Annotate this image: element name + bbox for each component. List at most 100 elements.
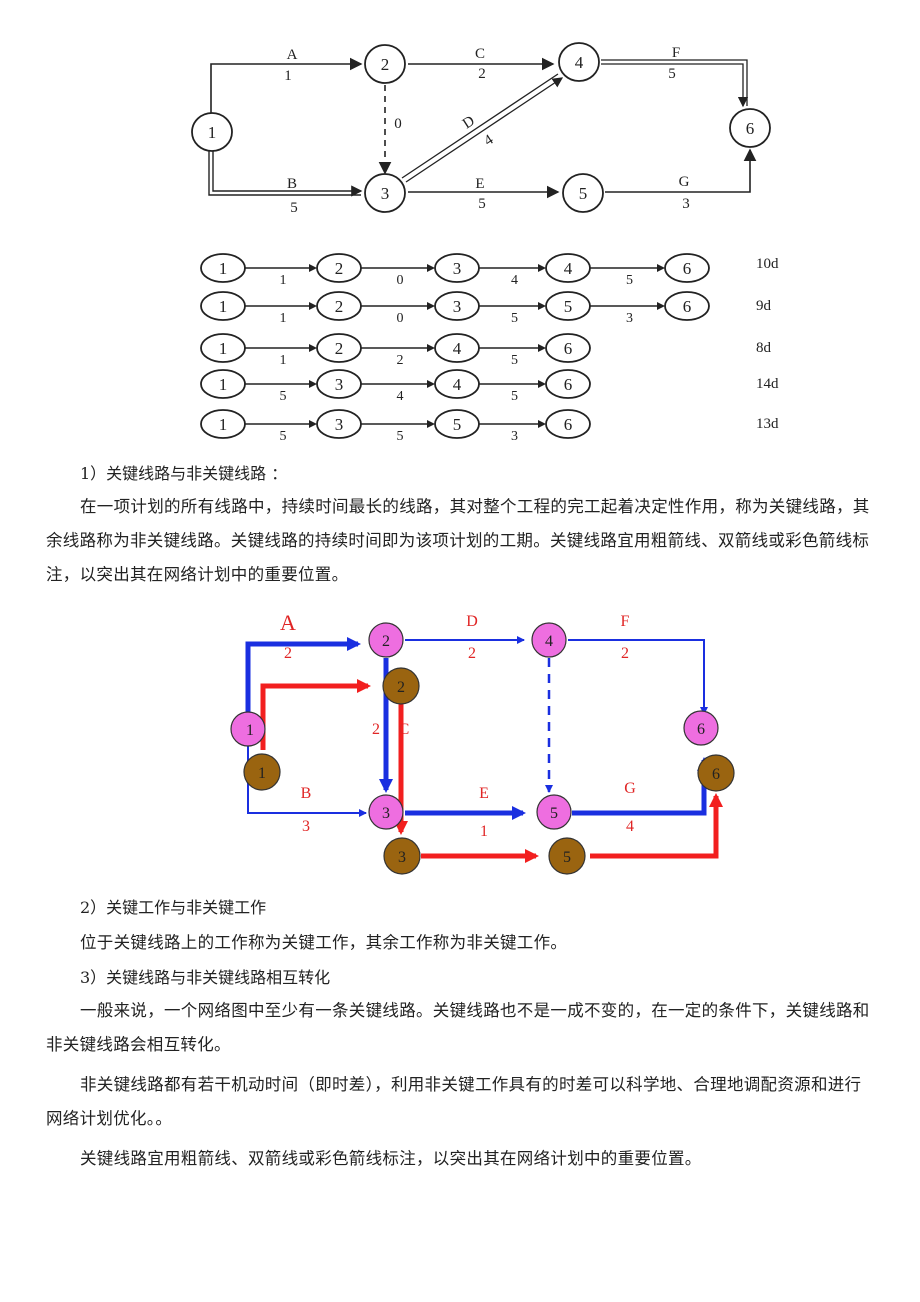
node-3: [364, 173, 406, 213]
path-node-label: 5: [564, 297, 573, 316]
label-G: G: [624, 780, 636, 797]
path-arrowhead: [427, 264, 435, 272]
node-label: 3: [382, 805, 390, 822]
node-label: 6: [697, 721, 705, 738]
path-node-label: 4: [453, 339, 462, 358]
label-B: B: [301, 785, 312, 802]
node-label: 1: [246, 722, 254, 739]
path-duration: 5: [280, 429, 287, 444]
path-duration: 5: [397, 429, 404, 444]
path-node: [434, 333, 480, 363]
path-arrowhead: [427, 302, 435, 310]
path-node-label: 1: [219, 339, 228, 358]
path-total-duration: 14d: [756, 376, 779, 392]
path-arrowhead: [309, 302, 317, 310]
path-duration: 1: [280, 273, 287, 288]
path-node: [434, 409, 480, 439]
activity-network-diagram: 1 2 3 4 5 6 A 1 B 5 C 2 D 4 E 5 F 5 G 3 …: [191, 42, 771, 215]
path-node-label: 4: [564, 259, 573, 278]
brown-node-5: [548, 837, 586, 875]
path-node-label: 3: [453, 259, 462, 278]
path-node: [200, 369, 246, 399]
activity-duration: 1: [284, 68, 292, 84]
path-node: [434, 369, 480, 399]
path-node: [545, 291, 591, 321]
path-node: [316, 291, 362, 321]
path-duration: 0: [397, 273, 404, 288]
path-node-label: 1: [219, 259, 228, 278]
path-node-label: 3: [335, 415, 344, 434]
node-label: 2: [381, 55, 390, 74]
path-node: [434, 291, 480, 321]
path-node: [434, 253, 480, 283]
label-G-duration: 4: [626, 818, 634, 835]
path-node: [545, 333, 591, 363]
paragraph-conversion: 一般来说，一个网络图中至少有一条关键线路。关键线路也不是一成不变的，在一定的条件…: [46, 1001, 870, 1054]
path-duration: 4: [397, 389, 404, 404]
label-B-duration: 3: [302, 818, 310, 835]
path-arrowhead: [538, 264, 546, 272]
path-total-duration: 13d: [756, 416, 779, 432]
pink-node-3: [368, 794, 404, 830]
label-F-duration: 2: [621, 645, 629, 662]
path-node: [316, 333, 362, 363]
node-label: 3: [381, 184, 390, 203]
path-node: [316, 253, 362, 283]
heading-critical-work: 2）关键工作与非关键工作: [80, 898, 267, 917]
node-5: [562, 173, 604, 213]
path-arrowhead: [309, 420, 317, 428]
path-node: [200, 333, 246, 363]
path-node: [664, 253, 710, 283]
pink-node-6: [683, 710, 719, 746]
path-duration: 3: [626, 311, 633, 326]
path-node: [316, 369, 362, 399]
node-label: 5: [579, 184, 588, 203]
activity-duration: 4: [481, 132, 496, 150]
activity-label: G: [679, 174, 690, 190]
pink-node-5: [536, 794, 572, 830]
label-F: F: [621, 613, 630, 630]
activity-duration: 5: [290, 200, 298, 215]
arrow-3-4: [401, 73, 559, 179]
node-label: 1: [258, 765, 266, 782]
paragraph-marking: 关键线路宜用粗箭线、双箭线或彩色箭线标注，以突出其在网络计划中的重要位置。: [80, 1149, 702, 1168]
label-A-duration: 2: [284, 645, 292, 662]
activity-duration: 5: [478, 196, 486, 212]
path-duration: 1: [280, 311, 287, 326]
node-label: 5: [550, 805, 558, 822]
path-node-label: 2: [335, 339, 344, 358]
label-D-duration: 2: [468, 645, 476, 662]
path-arrowhead: [427, 344, 435, 352]
path-node-label: 5: [453, 415, 462, 434]
node-label: 4: [545, 633, 553, 650]
path-node-label: 2: [335, 259, 344, 278]
label-C: C: [399, 721, 410, 738]
heading-critical-path: 1）关键线路与非关键线路 ：: [80, 464, 288, 483]
brown-node-3: [383, 837, 421, 875]
path-duration: 0: [397, 311, 404, 326]
path-duration: 3: [511, 429, 518, 444]
path-arrowhead: [309, 344, 317, 352]
path-arrowhead: [538, 302, 546, 310]
blue-arrow-5-6: [572, 757, 711, 816]
path-node-label: 6: [564, 415, 573, 434]
node-label: 2: [382, 633, 390, 650]
pink-node-2: [368, 622, 404, 658]
node-1: [191, 112, 233, 152]
path-node: [200, 291, 246, 321]
path-node-label: 3: [335, 375, 344, 394]
path-arrowhead: [657, 264, 665, 272]
path-node-label: 6: [683, 297, 692, 316]
blue-arrow-1-2: [245, 637, 361, 712]
path-node: [545, 369, 591, 399]
node-label: 6: [712, 766, 720, 783]
path-node-label: 6: [683, 259, 692, 278]
path-duration: 5: [511, 389, 518, 404]
node-2: [364, 44, 406, 84]
path-node-label: 1: [219, 415, 228, 434]
path-node: [664, 291, 710, 321]
path-duration: 2: [397, 353, 404, 368]
pink-node-4: [531, 622, 567, 658]
arrow-5-6: [605, 148, 757, 193]
